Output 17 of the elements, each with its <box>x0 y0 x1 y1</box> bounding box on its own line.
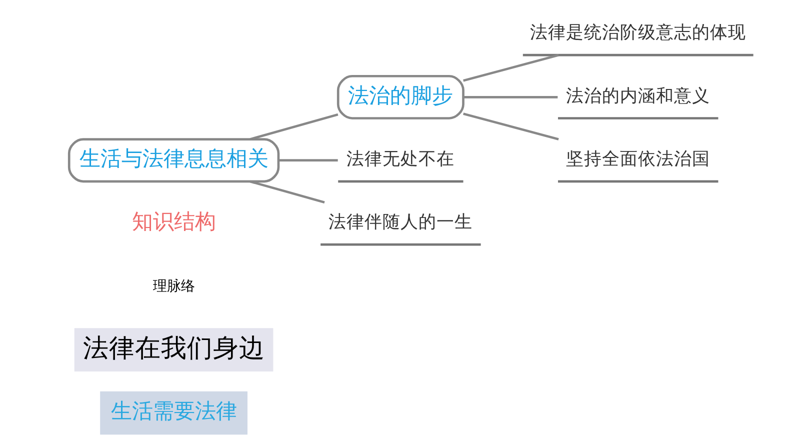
node-text: 法律伴随人的一生 <box>328 212 473 233</box>
connector <box>278 159 338 162</box>
node-text: 法律是统治阶级意志的体现 <box>530 23 746 44</box>
connector <box>463 54 559 82</box>
node-text: 法治的内涵和意义 <box>566 86 710 106</box>
connector <box>250 180 325 204</box>
label: 知识结构 <box>132 210 216 234</box>
connector <box>250 113 338 140</box>
node-box: 生活与法律息息相关 <box>68 138 280 183</box>
node-box: 法治的脚步 <box>336 74 464 120</box>
node-text: 法律无处不在 <box>346 149 455 170</box>
node-box: 法律在我们身边 <box>74 328 274 372</box>
node-text: 坚持全面依法治国 <box>566 149 710 170</box>
connector <box>463 112 559 140</box>
connector <box>463 96 558 98</box>
label: 理脉络 <box>152 278 195 294</box>
node-box: 生活需要法律 <box>100 391 248 435</box>
